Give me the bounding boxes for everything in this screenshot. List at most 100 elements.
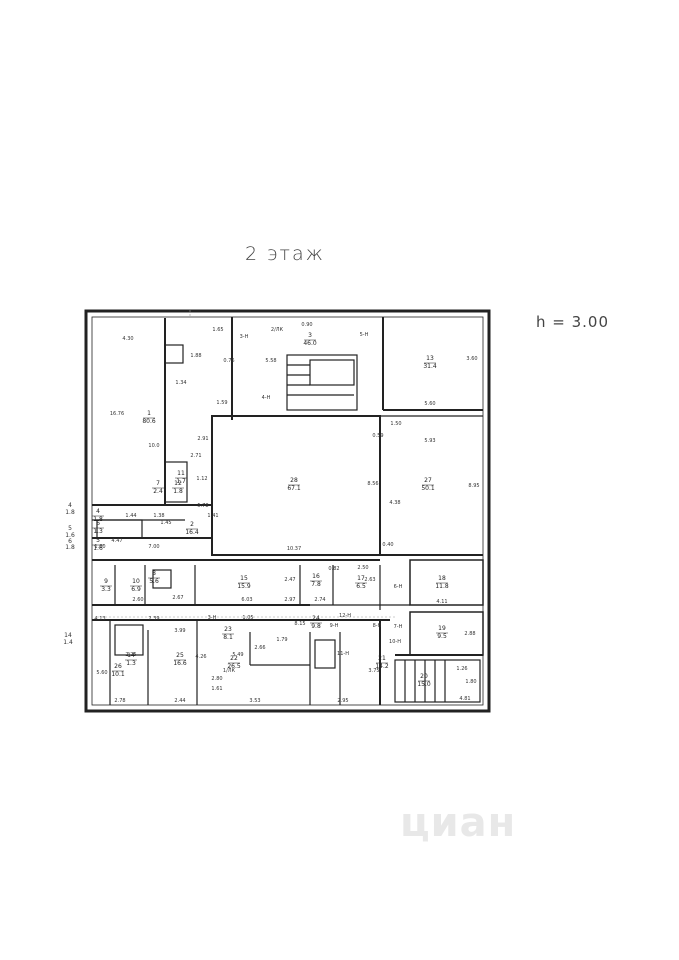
dimension-label: 2.50 xyxy=(357,565,368,571)
room-area: 7.8 xyxy=(311,581,321,588)
outer-wall-inner xyxy=(91,316,484,706)
outer-wall xyxy=(84,309,491,713)
room-number: 18 xyxy=(438,575,446,582)
room-area: 67.1 xyxy=(287,485,301,492)
dimension-label: 1.50 xyxy=(390,421,401,427)
side-room-label: 4 xyxy=(68,502,72,509)
dimension-label: 6.03 xyxy=(241,597,252,603)
room-number: 5 xyxy=(96,537,100,544)
dimension-label: 3.53 xyxy=(249,698,260,704)
dimension-label: 5.78 xyxy=(197,503,208,509)
dimension-label: 3.99 xyxy=(174,628,185,634)
dimension-label: 3-Н xyxy=(240,334,249,340)
room-number: 24 xyxy=(312,615,320,622)
side-room-label: 1.6 xyxy=(65,532,75,539)
dimension-label: 4-Н xyxy=(262,395,271,401)
side-room-label: 1.8 xyxy=(65,509,75,516)
room-number: 13 xyxy=(426,355,434,362)
ceiling-height-note: h = 3.00 xyxy=(536,313,610,331)
side-room-label: 1.8 xyxy=(65,544,75,551)
dimension-label: 12-Н xyxy=(339,613,351,619)
side-room-label: 5 xyxy=(68,525,72,532)
room-area: 16.4 xyxy=(185,529,199,536)
dimension-label: 4.47 xyxy=(111,538,122,544)
room-number: 10 xyxy=(132,578,140,585)
room-number: 19 xyxy=(438,625,446,632)
dimension-label: 2.95 xyxy=(337,698,348,704)
dimension-label: 1.26 xyxy=(456,666,467,672)
dimension-label: 5.93 xyxy=(424,438,435,444)
room-number: 14 xyxy=(127,652,135,659)
dimension-label: 2.25 xyxy=(125,652,136,658)
dimension-label: 2.39 xyxy=(148,616,159,622)
dimension-label: 0.90 xyxy=(301,322,312,328)
side-room-label: 14 xyxy=(64,632,72,639)
dimension-label: 3.60 xyxy=(466,356,477,362)
dimension-label: 9-Н xyxy=(330,623,339,629)
room-number: 8 xyxy=(152,570,156,577)
dimension-label: 10.0 xyxy=(148,443,159,449)
dimension-label: 1.12 xyxy=(196,476,207,482)
dimension-label: 1.59 xyxy=(216,400,227,406)
room-area: 1.7 xyxy=(176,478,186,485)
dimension-label: 2.44 xyxy=(174,698,185,704)
room-area: 31.4 xyxy=(423,363,437,370)
dimension-label: 0.76 xyxy=(223,358,234,364)
room-area: 9.5 xyxy=(437,633,447,640)
dimension-label: 5.58 xyxy=(265,358,276,364)
dimension-label: 1.41 xyxy=(207,513,218,519)
dimension-label: 2.47 xyxy=(284,577,295,583)
dimension-label: 6-Н xyxy=(394,584,403,590)
dimension-label: 3.75 xyxy=(368,668,379,674)
side-room-label: 1.4 xyxy=(63,639,73,646)
dimension-label: 8.95 xyxy=(468,483,479,489)
room-number: 21 xyxy=(378,655,386,662)
dimension-label: 1.05 xyxy=(242,615,253,621)
dimension-label: 1.80 xyxy=(465,679,476,685)
dimension-label: 0.59 xyxy=(372,433,383,439)
dimension-label: 1.38 xyxy=(153,513,164,519)
dimension-label: 8-Н xyxy=(373,623,382,629)
dimension-label: 5-Н xyxy=(360,332,369,338)
room-number: 1 xyxy=(147,410,151,417)
dimension-label: 2.80 xyxy=(211,676,222,682)
watermark: циан xyxy=(400,800,517,846)
dimension-label: 2.78 xyxy=(114,698,125,704)
dimension-label: 4.38 xyxy=(389,500,400,506)
room-number: 7 xyxy=(156,480,160,487)
room-area: 15.9 xyxy=(237,583,251,590)
dimension-label: 5.60 xyxy=(96,670,107,676)
room-area: 8.1 xyxy=(223,634,233,641)
dimension-label: 1.65 xyxy=(212,327,223,333)
room-area: 11.8 xyxy=(435,583,449,590)
dimension-label: 4.81 xyxy=(459,696,470,702)
room-number: 9 xyxy=(104,578,108,585)
dimension-label: 4.26 xyxy=(195,654,206,660)
room-area: 80.6 xyxy=(142,418,156,425)
room-area: 16.6 xyxy=(173,660,187,667)
room-number: 11 xyxy=(177,470,185,477)
dimension-label: 11-Н xyxy=(337,651,349,657)
room-area: 6.9 xyxy=(131,586,141,593)
dimension-label: 2.91 xyxy=(197,436,208,442)
room-area: 14.2 xyxy=(375,663,389,670)
room-number: 6 xyxy=(96,520,100,527)
dimension-label: 2/ЛК xyxy=(271,327,284,333)
room-number: 3 xyxy=(308,332,312,339)
room-number: 15 xyxy=(240,575,248,582)
dimension-label: 2.60 xyxy=(132,597,143,603)
dimension-label: 5.49 xyxy=(232,652,243,658)
floor-title: 2 этаж xyxy=(245,243,325,265)
dimension-label: 10.37 xyxy=(287,546,301,552)
room-area: 26.5 xyxy=(227,663,241,670)
dimension-label: 7-Н xyxy=(394,624,403,630)
room-number: 25 xyxy=(176,652,184,659)
dimension-label: 1.79 xyxy=(276,637,287,643)
room-area: 3.3 xyxy=(101,586,111,593)
room-number: 20 xyxy=(420,673,428,680)
room-number: 22 xyxy=(230,655,238,662)
room-area: 1.3 xyxy=(93,528,103,535)
room-number: 12 xyxy=(174,480,182,487)
room-area: 15.0 xyxy=(417,681,431,688)
